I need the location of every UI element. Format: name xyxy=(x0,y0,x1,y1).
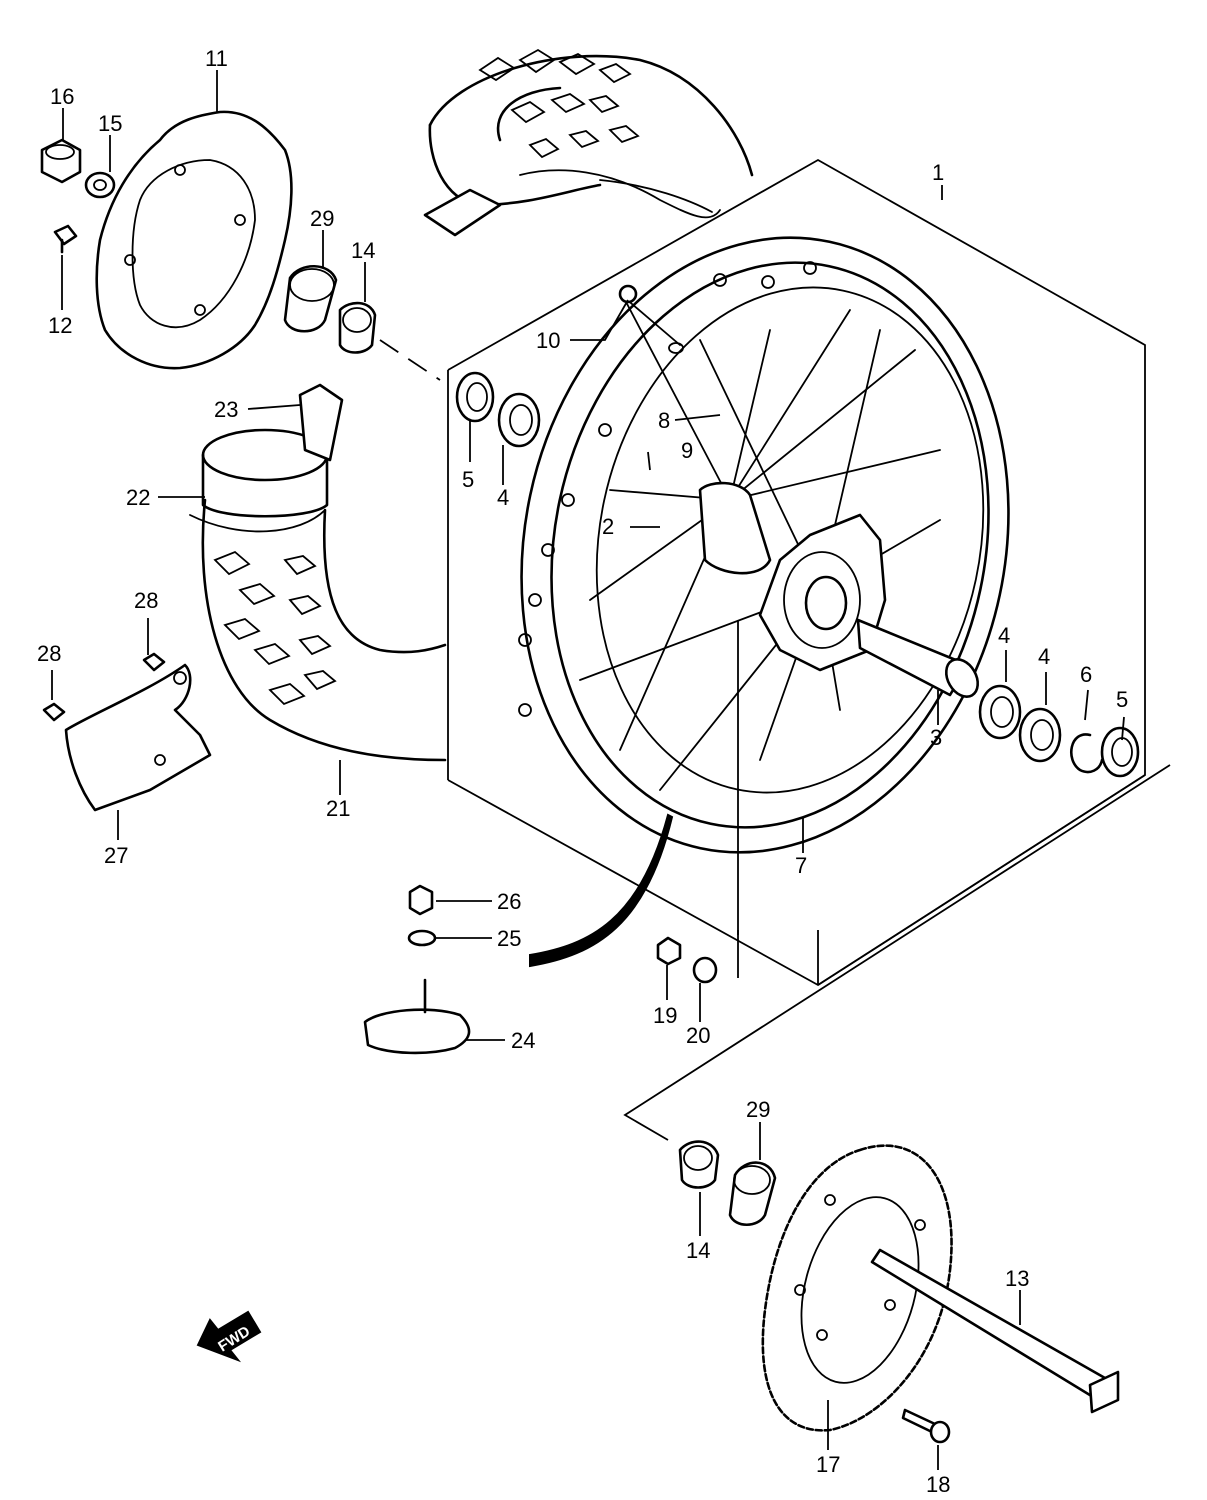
callout-29-right: 29 xyxy=(746,1097,770,1122)
rear-sprocket xyxy=(761,1144,953,1432)
right-bearings-clip-seal xyxy=(978,684,1140,778)
callout-10: 10 xyxy=(536,328,560,353)
callout-19: 19 xyxy=(653,1003,677,1028)
callout-5-left: 5 xyxy=(462,467,474,492)
brake-disc xyxy=(95,110,293,370)
wheel-assembly-frame xyxy=(447,158,1146,987)
callout-6: 6 xyxy=(1080,662,1092,687)
hub-collar xyxy=(856,618,980,698)
callout-2: 2 xyxy=(602,514,614,539)
callout-8: 8 xyxy=(658,408,670,433)
callout-13: 13 xyxy=(1005,1266,1029,1291)
callout-23: 23 xyxy=(214,397,238,422)
sprocket-nut-washer xyxy=(656,936,718,984)
callout-12: 12 xyxy=(48,313,72,338)
disc-nut-washer xyxy=(40,138,116,199)
left-seal-spacer xyxy=(283,265,441,381)
leader-lines xyxy=(51,70,1125,1470)
rim-band-tube xyxy=(189,383,344,533)
callout-14-right: 14 xyxy=(686,1238,710,1263)
callout-21: 21 xyxy=(326,796,350,821)
callout-5-right: 5 xyxy=(1116,687,1128,712)
callout-25: 25 xyxy=(497,926,521,951)
callout-28-left: 28 xyxy=(37,641,61,666)
callout-14-left: 14 xyxy=(351,238,375,263)
sprocket-group-frame xyxy=(623,764,1171,1141)
tire-left xyxy=(201,498,447,762)
callout-4-right-a: 4 xyxy=(998,623,1010,648)
left-seal-bearing xyxy=(455,371,541,448)
forward-arrow: FWD xyxy=(196,1310,262,1363)
callout-4-right-b: 4 xyxy=(1038,644,1050,669)
callout-16: 16 xyxy=(50,84,74,109)
callout-18: 18 xyxy=(926,1472,950,1497)
callout-11: 11 xyxy=(205,46,228,71)
tire-top xyxy=(423,48,754,237)
callout-26: 26 xyxy=(497,889,521,914)
callout-17: 17 xyxy=(816,1452,840,1477)
callout-3: 3 xyxy=(930,725,942,750)
axle-bolt xyxy=(870,1248,1120,1444)
callout-4-left: 4 xyxy=(497,485,509,510)
callout-29-left: 29 xyxy=(310,206,334,231)
disc-bolt xyxy=(53,224,78,254)
valve-nipple xyxy=(618,284,684,354)
sprocket-guard xyxy=(42,652,212,812)
callout-20: 20 xyxy=(686,1023,710,1048)
callout-28-right: 28 xyxy=(134,588,158,613)
rim-lock xyxy=(363,813,674,1055)
callout-7: 7 xyxy=(795,853,807,878)
callout-labels: 1 2 3 4 4 4 5 5 6 7 8 9 10 11 12 13 14 1… xyxy=(37,46,1128,1497)
callout-15: 15 xyxy=(98,111,122,136)
callout-27: 27 xyxy=(104,843,128,868)
callout-24: 24 xyxy=(511,1028,535,1053)
callout-9: 9 xyxy=(681,438,693,463)
right-spacer-seal xyxy=(678,1140,777,1227)
wheel xyxy=(518,236,1010,854)
callout-1: 1 xyxy=(932,160,944,185)
callout-22: 22 xyxy=(126,485,150,510)
